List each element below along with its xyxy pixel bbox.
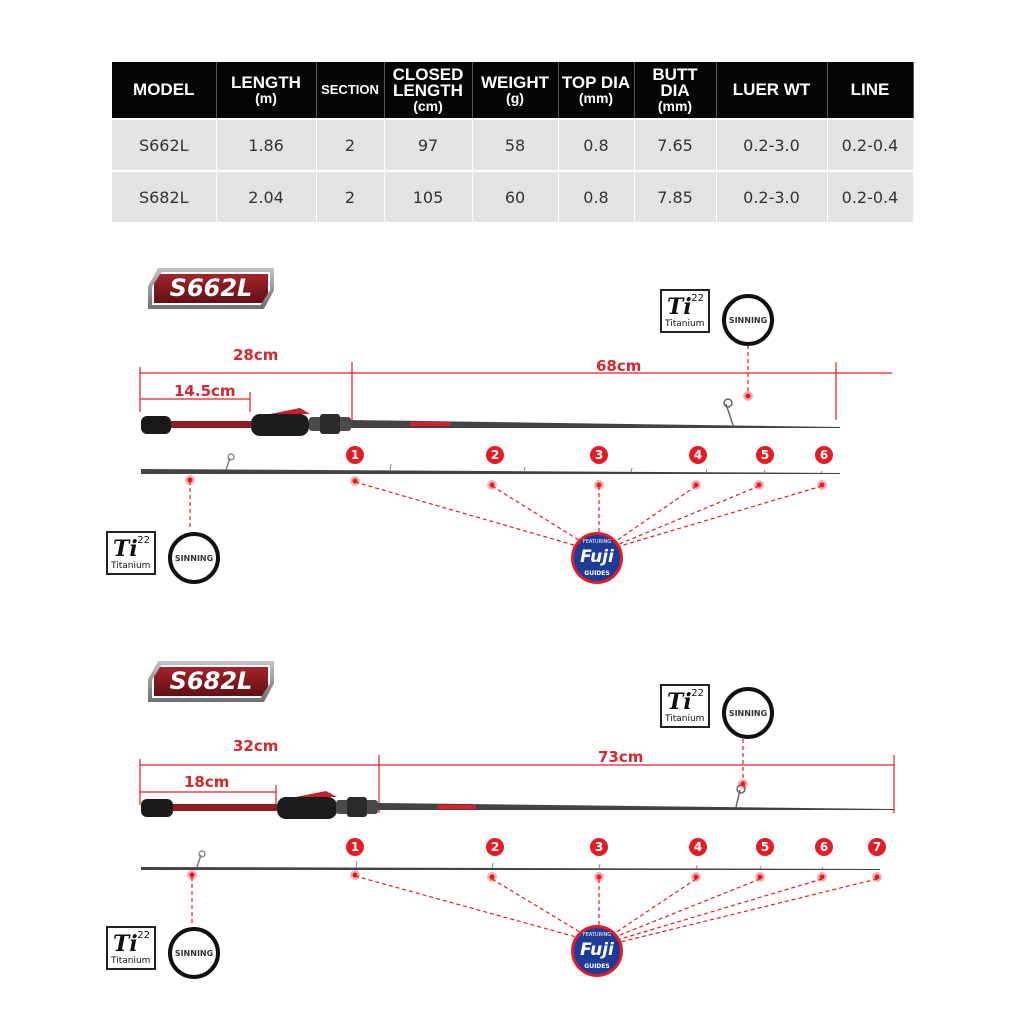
fuji-guides-logo: FEATURING Fuji GUIDES xyxy=(571,532,623,584)
header-length: LENGTH(m) xyxy=(216,62,317,119)
guide-marker: 7 xyxy=(868,838,886,856)
cell-length: 2.04 xyxy=(216,170,317,222)
guide-marker: 2 xyxy=(486,446,504,464)
handle-length-label: 32cm xyxy=(233,737,279,755)
cell-weight: 58 xyxy=(472,118,559,171)
header-section: SECTION xyxy=(316,62,385,119)
header-model: MODEL xyxy=(112,62,217,119)
header-luer-wt: LUER WT xyxy=(716,62,828,119)
cell-top-dia: 0.8 xyxy=(558,118,635,171)
titanium-element-icon: Ti 22 Titanium xyxy=(106,531,156,575)
header-top-dia: TOP DIA(mm) xyxy=(558,62,635,119)
titanium-element-icon: Ti 22 Titanium xyxy=(660,289,710,333)
blank-length-label: 73cm xyxy=(598,748,644,766)
guide-marker: 1 xyxy=(346,446,364,464)
model-badge: S682L xyxy=(152,665,270,698)
model-badge: S662L xyxy=(152,272,270,305)
guide-marker: 2 xyxy=(486,838,504,856)
sinning-ring-icon: SINNING xyxy=(722,294,774,346)
guide-marker: 6 xyxy=(815,838,833,856)
cell-butt-dia: 7.85 xyxy=(634,170,717,222)
header-closed-length: CLOSED LENGTH(cm) xyxy=(384,62,473,119)
header-weight: WEIGHT(g) xyxy=(472,62,559,119)
rod-diagram-s662l: S662L 28cm 14.5cm 68cm Ti 22 Titanium SI… xyxy=(0,262,1024,622)
cell-section: 2 xyxy=(316,118,385,171)
cell-luer-wt: 0.2-3.0 xyxy=(716,118,828,171)
cell-section: 2 xyxy=(316,170,385,222)
cell-closed-length: 97 xyxy=(384,118,473,171)
table-header-row: MODEL LENGTH(m) SECTION CLOSED LENGTH(cm… xyxy=(112,62,914,119)
rod-drawing xyxy=(139,345,892,553)
cell-line: 0.2-0.4 xyxy=(827,170,914,222)
sinning-ring-icon: SINNING xyxy=(722,687,774,739)
guide-marker: 1 xyxy=(346,838,364,856)
cell-model: S662L xyxy=(112,118,217,171)
table-row: S682L 2.04 2 105 60 0.8 7.85 0.2-3.0 0.2… xyxy=(112,170,914,222)
cell-weight: 60 xyxy=(472,170,559,222)
cell-top-dia: 0.8 xyxy=(558,170,635,222)
guide-marker: 4 xyxy=(689,446,707,464)
guide-marker: 6 xyxy=(815,446,833,464)
guide-marker: 5 xyxy=(756,838,774,856)
guide-marker: 3 xyxy=(590,838,608,856)
table-row: S662L 1.86 2 97 58 0.8 7.65 0.2-3.0 0.2-… xyxy=(112,118,914,171)
sinning-ring-icon: SINNING xyxy=(168,532,220,584)
cell-closed-length: 105 xyxy=(384,170,473,222)
cell-butt-dia: 7.65 xyxy=(634,118,717,171)
guide-marker: 5 xyxy=(756,446,774,464)
titanium-element-icon: Ti 22 Titanium xyxy=(660,684,710,728)
cell-line: 0.2-0.4 xyxy=(827,118,914,171)
cell-model: S682L xyxy=(112,170,217,222)
fuji-guides-logo: FEATURING Fuji GUIDES xyxy=(571,925,623,977)
cell-length: 1.86 xyxy=(216,118,317,171)
handle-length-label: 28cm xyxy=(233,346,279,364)
sinning-ring-icon: SINNING xyxy=(168,927,220,979)
blank-length-label: 68cm xyxy=(596,357,642,375)
grip-length-label: 14.5cm xyxy=(174,382,236,400)
guide-marker: 3 xyxy=(590,446,608,464)
header-line: LINE xyxy=(827,62,914,119)
grip-length-label: 18cm xyxy=(184,773,230,791)
rod-drawing xyxy=(139,738,895,948)
rod-diagram-s682l: S682L 32cm 18cm 73cm Ti 22 Titanium SINN… xyxy=(0,655,1024,1015)
spec-table: MODEL LENGTH(m) SECTION CLOSED LENGTH(cm… xyxy=(112,62,914,222)
cell-luer-wt: 0.2-3.0 xyxy=(716,170,828,222)
guide-marker: 4 xyxy=(689,838,707,856)
titanium-element-icon: Ti 22 Titanium xyxy=(106,926,156,970)
header-butt-dia: BUTT DIA(mm) xyxy=(634,62,717,119)
